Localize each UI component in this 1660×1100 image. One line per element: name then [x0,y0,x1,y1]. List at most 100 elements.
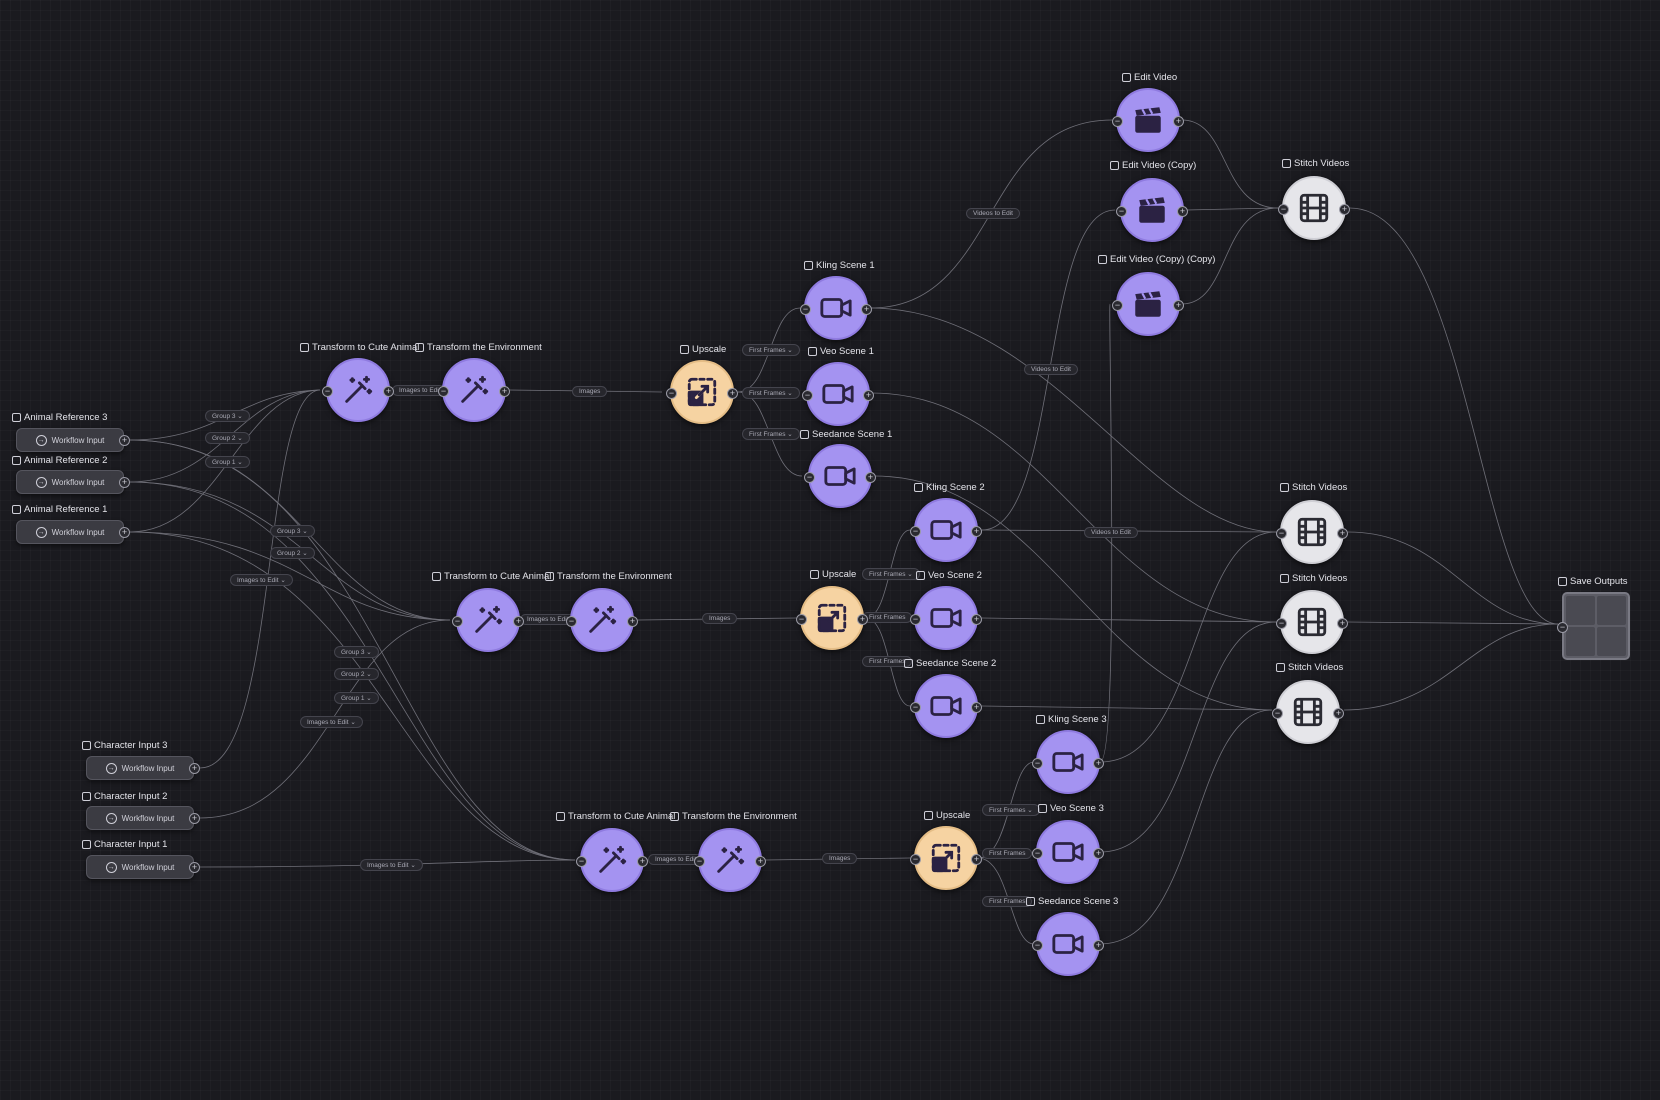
upscale-node[interactable]: −+ [666,360,738,424]
workflow-input-node[interactable]: →Workflow Input+ [86,855,200,879]
edge-label[interactable]: Group 1 ⌄ [205,456,250,468]
edge-label[interactable]: Images [702,613,738,624]
stitch-videos-node[interactable]: −+ [1272,680,1344,744]
workflow-input-node[interactable]: →Workflow Input+ [86,756,200,780]
input-port[interactable]: − [1032,940,1043,951]
input-port[interactable]: − [796,614,807,625]
input-port[interactable]: − [438,386,449,397]
edge-label[interactable]: First Frames ⌄ [742,387,800,399]
edge-label[interactable]: Group 3 ⌄ [334,646,379,658]
output-port[interactable]: + [971,854,982,865]
input-port[interactable]: − [1276,528,1287,539]
edge-label[interactable]: Group 1 ⌄ [334,692,379,704]
input-port[interactable]: − [576,856,587,867]
output-port[interactable]: + [1093,940,1104,951]
video-gen-node[interactable]: −+ [800,276,872,340]
video-gen-node[interactable]: −+ [1032,730,1104,794]
save-outputs-node[interactable]: − [1557,592,1630,660]
input-port[interactable]: − [800,304,811,315]
output-port[interactable]: + [1173,116,1184,127]
edge-label[interactable]: Group 2 ⌄ [270,547,315,559]
transform-node[interactable]: −+ [438,358,510,422]
input-port[interactable]: − [322,386,333,397]
workflow-input-node[interactable]: →Workflow Input+ [16,470,130,494]
output-port[interactable]: + [189,813,200,824]
video-gen-node[interactable]: −+ [804,444,876,508]
input-port[interactable]: − [1112,116,1123,127]
edge-label[interactable]: First Frames [862,612,913,623]
edge-label[interactable]: Group 3 ⌄ [270,525,315,537]
output-port[interactable]: + [119,477,130,488]
output-port[interactable]: + [513,616,524,627]
edge-label[interactable]: First Frames [982,848,1033,859]
input-port[interactable]: − [1276,618,1287,629]
input-port[interactable]: − [666,388,677,399]
input-port[interactable]: − [1116,206,1127,217]
output-port[interactable]: + [1339,204,1350,215]
input-port[interactable]: − [1112,300,1123,311]
edge-label[interactable]: First Frames ⌄ [742,428,800,440]
stitch-videos-node[interactable]: −+ [1278,176,1350,240]
video-gen-node[interactable]: −+ [910,498,982,562]
output-port[interactable]: + [637,856,648,867]
output-port[interactable]: + [499,386,510,397]
output-port[interactable]: + [1337,528,1348,539]
edge-label[interactable]: Images to Edit ⌄ [230,574,293,586]
input-port[interactable]: − [694,856,705,867]
transform-node[interactable]: −+ [576,828,648,892]
transform-node[interactable]: −+ [566,588,638,652]
output-port[interactable]: + [1177,206,1188,217]
video-gen-node[interactable]: −+ [1032,912,1104,976]
output-port[interactable]: + [627,616,638,627]
edge-label[interactable]: First Frames ⌄ [862,568,920,580]
edge-label[interactable]: First Frames [982,896,1033,907]
output-port[interactable]: + [189,862,200,873]
stitch-videos-node[interactable]: −+ [1276,500,1348,564]
input-port[interactable]: − [910,526,921,537]
output-port[interactable]: + [119,527,130,538]
transform-node[interactable]: −+ [322,358,394,422]
edge-label[interactable]: Images [822,853,858,864]
edge-label[interactable]: Group 2 ⌄ [334,668,379,680]
output-port[interactable]: + [1093,758,1104,769]
output-port[interactable]: + [1333,708,1344,719]
transform-node[interactable]: −+ [452,588,524,652]
edge-label[interactable]: Images to Edit ⌄ [300,716,363,728]
output-port[interactable]: + [857,614,868,625]
input-port[interactable]: − [804,472,815,483]
edit-video-node[interactable]: −+ [1116,178,1188,242]
output-port[interactable]: + [971,526,982,537]
edit-video-node[interactable]: −+ [1112,88,1184,152]
edge-label[interactable]: Videos to Edit [966,208,1020,219]
output-port[interactable]: + [383,386,394,397]
input-port[interactable]: − [910,702,921,713]
input-port[interactable]: − [566,616,577,627]
output-port[interactable]: + [1337,618,1348,629]
input-port[interactable]: − [1272,708,1283,719]
input-port[interactable]: − [452,616,463,627]
edit-video-node[interactable]: −+ [1112,272,1184,336]
video-gen-node[interactable]: −+ [910,586,982,650]
video-gen-node[interactable]: −+ [1032,820,1104,884]
workflow-input-node[interactable]: →Workflow Input+ [16,428,130,452]
output-port[interactable]: + [727,388,738,399]
edge-label[interactable]: Group 3 ⌄ [205,410,250,422]
input-port[interactable]: − [802,390,813,401]
edge-label[interactable]: Videos to Edit [1084,527,1138,538]
edge-label[interactable]: First Frames [862,656,913,667]
edge-label[interactable]: First Frames ⌄ [742,344,800,356]
input-port[interactable]: − [1032,758,1043,769]
output-port[interactable]: + [1093,848,1104,859]
input-port[interactable]: − [910,854,921,865]
edge-label[interactable]: First Frames ⌄ [982,804,1040,816]
upscale-node[interactable]: −+ [910,826,982,890]
output-port[interactable]: + [865,472,876,483]
output-port[interactable]: + [189,763,200,774]
input-port[interactable]: − [1032,848,1043,859]
edge-label[interactable]: Images to Edit ⌄ [360,859,423,871]
video-gen-node[interactable]: −+ [910,674,982,738]
output-port[interactable]: + [971,702,982,713]
edge-label[interactable]: Videos to Edit [1024,364,1078,375]
edge-label[interactable]: Group 2 ⌄ [205,432,250,444]
edge-label[interactable]: Images [572,386,608,397]
